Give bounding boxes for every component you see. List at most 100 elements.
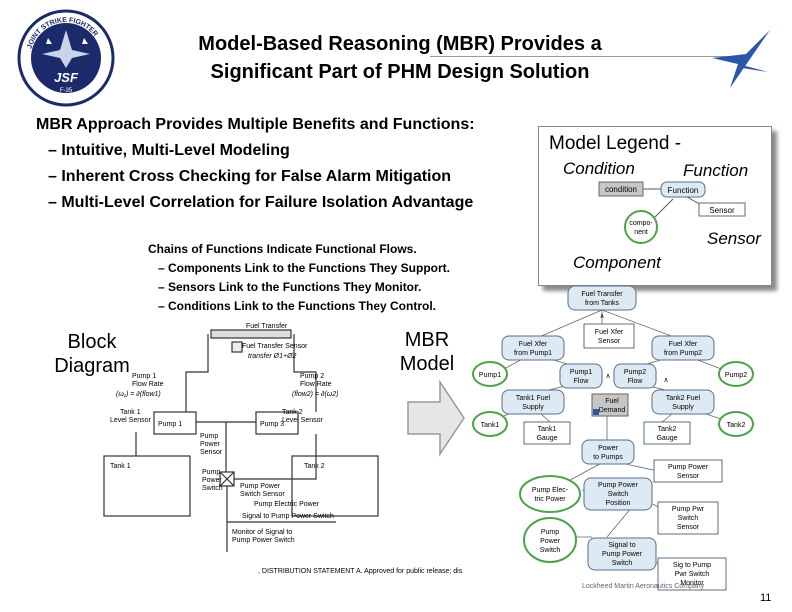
mbr-fuel-xfer-pump1: Fuel Xfer [519,341,548,348]
mbr-fuel-demand: Demand [599,407,626,414]
legend-function-label: Function [683,161,749,180]
block-diagram: Fuel Transfer Fuel Transfer Sensor trans… [96,322,396,572]
benefits-list: MBR Approach Provides Multiple Benefits … [36,112,536,216]
bd-pump1: Pump 1 [132,373,156,380]
tank-2-shape [291,455,379,517]
legend-condition-label: Condition [563,159,635,178]
bd-fuel-transfer-sensor: Fuel Transfer Sensor [242,343,308,350]
bd-ppss-1: Pump Power [240,483,281,490]
legend-diagram: condition Function Sensor compo- nent [598,181,746,244]
legend-sensor-shape [698,202,746,217]
page-number: 11 [760,592,772,604]
tank-1-shape [103,455,191,517]
jsf-mark: JSF [54,70,79,85]
mbr-power-to-pumps: Power [598,445,619,452]
bd-level-sensor: Level Sensor [110,417,152,424]
block-label-line: Block [67,331,117,353]
bd-pump1-box: Pump 1 [158,421,182,428]
mbr-caret: ∧ [599,313,604,320]
title-divider [430,56,730,57]
mbr-pump-power-switch: Switch [540,547,561,554]
mbr-fuel-xfer-pump2: Fuel Xfer [669,341,698,348]
mbr-pump2: Pump2 [725,372,747,379]
mbr-pump-electric-power: Pump Elec- [532,487,569,494]
mbr-pump-power-sensor: Pump Power [668,464,709,471]
mbr-fuel-xfer-pump2: from Pump2 [664,350,702,357]
mbr-pump1-flow: Flow [574,378,590,385]
bd-level-sensor-2: Level Sensor [282,417,324,424]
mbr-fuel-xfer-sensor: Sensor [598,338,621,345]
mbr-signal-monitor: Pwr Switch [675,571,710,578]
bd-transfer-eq: transfer Ø1+Ø2 [248,353,297,360]
mbr-model-label: MBR Model [392,328,462,376]
mbr-pump1-flow: Pump1 [570,369,592,376]
legend-component-shape [624,210,658,244]
mbr-pp-switch-sensor: Switch [678,515,699,522]
legend-component-label: Component [573,253,661,272]
mbr-pump-power-switch: Pump [541,529,559,536]
benefit-item: – Multi-Level Correlation for Failure Is… [48,194,474,211]
bd-eq2: (flow2) = ∂(ω2) [292,391,338,398]
chain-item: – Conditions Link to the Functions They … [158,299,436,313]
pump-1-shape [153,411,197,435]
pump-3-shape [255,411,299,435]
mbr-pump2-flow: Pump2 [624,369,646,376]
mbr-fuel-xfer-sensor: Fuel Xfer [595,329,624,336]
transform-arrow [406,378,466,458]
bd-tank2: Tank 2 [304,463,325,470]
title-line-2: Significant Part of PHM Design Solution [210,61,590,83]
mbr-signal-switch: Pump Power [602,551,643,558]
mbr-label-line: MBR [404,329,450,351]
bd-ppss-2: Switch Sensor [240,491,285,498]
bd-ppsw-3: Switch [202,485,223,492]
bd-eq1: (ω₁) = ∂(flow1) [116,391,161,398]
bd-flow-rate: Flow Rate [132,381,164,388]
block-diagram-label: Block Diagram [48,330,136,378]
mbr-tank1-fuel-supply: Supply [522,404,544,411]
benefits-heading: MBR Approach Provides Multiple Benefits … [36,116,475,133]
mbr-model-diagram: Fuel Transfer from Tanks ∧ Fuel Xfer Sen… [472,282,754,592]
chain-item: – Components Link to the Functions They … [158,261,450,275]
mbr-pp-switch-sensor: Pump Pwr [672,506,705,513]
bd-tank1: Tank 1 [110,463,131,470]
distribution-statement: , DISTRIBUTION STATEMENT A. Approved for… [258,568,463,575]
mbr-signal-monitor: Sig to Pump [673,562,711,569]
bd-flow-rate-2: Flow Rate [300,381,332,388]
mbr-tank2-fuel-supply: Supply [672,404,694,411]
chains-list: Chains of Functions Indicate Functional … [148,240,538,316]
bd-pps-3: Sensor [200,449,223,456]
legend-condition-shape [598,181,644,197]
mbr-label-line: Model [399,353,455,375]
bd-pump2: Pump 2 [300,373,324,380]
legend-mini-component: compo- [629,220,653,227]
mbr-tank2-gauge: Gauge [656,435,677,442]
bd-tank2-level: Tank 2 [282,409,303,416]
jsf-model: F-35 [60,88,73,94]
mbr-tank1-gauge: Tank1 [538,426,557,433]
mbr-power-to-pumps: to Pumps [593,454,623,461]
chain-item: – Sensors Link to the Functions They Mon… [158,280,422,294]
company-name: Lockheed Martin Aeronautics Company [582,583,705,590]
benefit-item: – Intuitive, Multi-Level Modeling [48,142,290,159]
benefit-item: – Inherent Cross Checking for False Alar… [48,168,452,185]
mbr-pp-switch-position: Position [606,500,631,507]
bd-pump3-box: Pump 3 [260,421,284,428]
bd-pps-1: Pump [200,433,218,440]
bd-fuel-transfer: Fuel Transfer [246,323,288,330]
bd-pump-electric-power: Pump Electric Power [254,501,320,508]
bd-monitor-1: Monitor of Signal to [232,529,292,536]
bd-signal-switch: Signal to Pump Power Switch [242,513,334,520]
mbr-fuel-xfer-pump1: from Pump1 [514,350,552,357]
mbr-signal-switch: Signal to [608,542,635,549]
mbr-fuel-transfer-tanks: from Tanks [585,300,620,307]
lockheed-star-logo [708,28,776,94]
mbr-fuel-transfer-tanks: Fuel Transfer [581,291,623,298]
mbr-signal-switch: Switch [612,560,633,567]
legend-mini-condition: condition [605,185,637,194]
legend-function-shape [660,181,706,198]
mbr-pump-power-switch: Power [540,538,561,545]
bd-monitor-2: Pump Power Switch [232,537,295,544]
bd-pps-2: Power [200,441,221,448]
legend-mini-sensor: Sensor [709,206,735,215]
jsf-logo: JOINT STRIKE FIGHTER JSF F-35 [8,8,126,108]
